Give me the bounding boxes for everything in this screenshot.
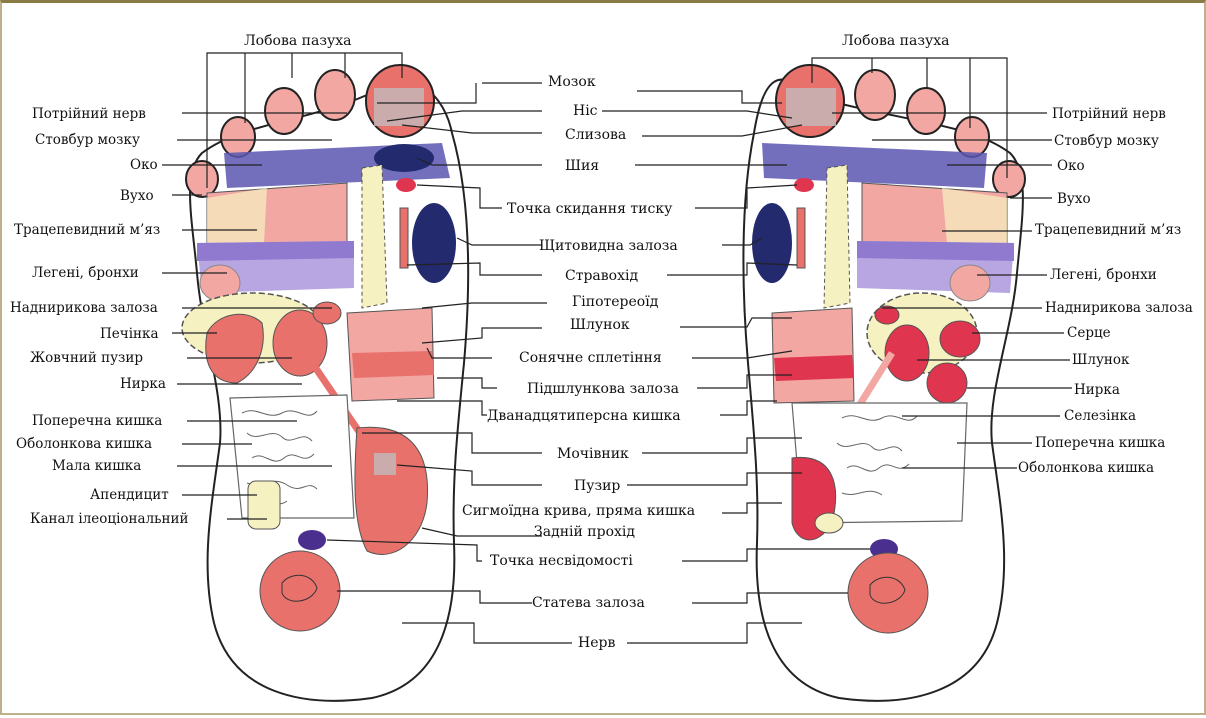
label-left-brainstem: Стовбур мозку <box>35 132 140 148</box>
label-left-eye: Око <box>130 157 158 173</box>
label-bladder: Пузир <box>574 478 620 494</box>
label-right-ear: Вухо <box>1057 191 1091 207</box>
label-left-appendix: Апендицит <box>90 487 169 503</box>
label-left-ascending: Оболонкова кишка <box>16 436 152 452</box>
label-right-trapezius: Трацепевидний м’яз <box>1035 222 1181 238</box>
label-left-ileocecal: Канал ілеоціональний <box>30 511 189 527</box>
label-left-liver: Печінка <box>100 326 159 342</box>
label-tear: Слизова <box>565 127 626 143</box>
right-toe-3 <box>907 88 945 134</box>
label-ureter: Мочівник <box>557 446 629 462</box>
label-left-kidney: Нирка <box>120 376 166 392</box>
right-heart-zone <box>940 321 980 357</box>
label-right-descending: Оболонкова кишка <box>1018 460 1154 476</box>
label-right-lungs: Легені, бронхи <box>1050 267 1157 283</box>
label-left-small: Мала кишка <box>52 458 141 474</box>
label-hypothalamus: Гіпотереоїд <box>572 294 659 310</box>
label-left-ear: Вухо <box>120 188 154 204</box>
left-toe-5 <box>186 161 218 197</box>
left-thyroid-zone <box>412 203 456 283</box>
label-right-eye: Око <box>1057 158 1085 174</box>
label-right-sinus: Лобова пазуха <box>842 33 949 49</box>
right-toe-4 <box>955 117 989 157</box>
left-foot <box>182 65 468 701</box>
left-toe-4 <box>221 117 255 157</box>
label-neck: Шия <box>565 158 599 174</box>
label-sigmoid: Сигмоїдна крива, пряма кишка <box>462 503 695 519</box>
label-left-lungs: Легені, бронхи <box>32 265 139 281</box>
label-right-spleen: Селезінка <box>1064 408 1136 424</box>
label-pressure: Точка скидання тиску <box>507 201 673 217</box>
label-brain: Мозок <box>548 74 596 90</box>
label-thyroid: Щитовидна залоза <box>539 238 678 254</box>
right-thyroid-zone <box>752 203 792 283</box>
label-left-adrenal: Наднирикова залоза <box>10 300 158 316</box>
label-left-transverse: Поперечна кишка <box>32 413 162 429</box>
label-anus: Задній прохід <box>534 524 635 540</box>
label-nerve: Нерв <box>578 635 615 651</box>
label-gonad: Статева залоза <box>532 595 645 611</box>
label-left-trapezius: Трацепевидний м’яз <box>14 222 160 238</box>
label-unconscious: Точка несвідомості <box>490 553 633 569</box>
right-kidney-zone <box>927 363 967 403</box>
center-labels: Мозок Ніс Слизова Шия Точка скидання тис… <box>462 74 695 651</box>
foot-reflexology-diagram: Мозок Ніс Слизова Шия Точка скидання тис… <box>2 3 1206 718</box>
label-nose: Ніс <box>573 103 598 119</box>
label-right-trigeminal: Потрійний нерв <box>1052 106 1166 122</box>
label-pancreas: Підшлункова залоза <box>527 381 679 397</box>
label-duodenum: Дванадцятиперсна кишка <box>487 408 681 424</box>
left-toe-3 <box>265 88 303 134</box>
label-right-kidney: Нирка <box>1074 382 1120 398</box>
label-right-transverse: Поперечна кишка <box>1035 435 1165 451</box>
label-right-adrenal: Наднирикова залоза <box>1045 300 1193 316</box>
label-left-sinus: Лобова пазуха <box>244 33 351 49</box>
left-neck-zone <box>374 144 434 172</box>
label-right-heart: Серце <box>1067 325 1111 341</box>
label-right-stomach: Шлунок <box>1072 352 1130 368</box>
label-left-trigeminal: Потрійний нерв <box>32 106 146 122</box>
label-esophagus: Стравохід <box>565 268 638 284</box>
right-foot <box>743 65 1025 701</box>
right-toe-5 <box>993 161 1025 197</box>
label-left-gallbladder: Жовчний пузир <box>30 350 143 366</box>
left-gonad-zone <box>260 551 340 631</box>
label-solar: Сонячне сплетіння <box>519 350 662 366</box>
label-stomach-center: Шлунок <box>570 317 630 333</box>
right-gonad-zone <box>848 553 928 633</box>
left-unconscious-point <box>298 530 326 550</box>
label-right-brainstem: Стовбур мозку <box>1054 133 1159 149</box>
